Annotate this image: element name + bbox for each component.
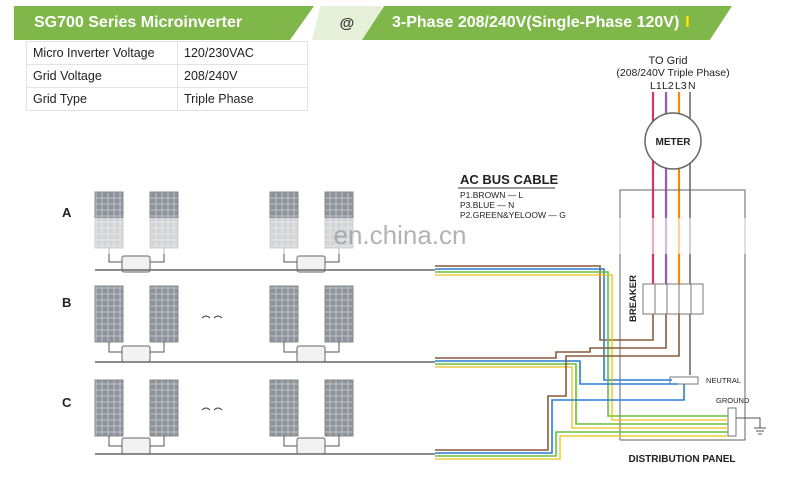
spec-row: Grid Type Triple Phase (26, 87, 308, 111)
row-label-a: A (62, 205, 72, 220)
meter-icon (644, 112, 702, 170)
header-mid-banner: @ (312, 6, 382, 40)
distribution-panel-title: DISTRIBUTION PANEL (628, 454, 735, 465)
grid-line-n: N (688, 80, 696, 92)
neutral-label: NEUTRAL (706, 376, 741, 385)
spec-label: Grid Voltage (26, 64, 178, 88)
solar-panel-icon (324, 285, 354, 343)
pv-row-c (94, 379, 435, 455)
distribution-panel-box (619, 189, 746, 441)
grid-line-l1: L1 (650, 80, 662, 92)
header-right-title: 3-Phase 208/240V(Single-Phase 120V) (392, 14, 680, 31)
meter-label: METER (656, 137, 692, 148)
grid-line-l2: L2 (662, 80, 674, 92)
dc-leads (108, 342, 340, 353)
bus-cable-title: AC BUS CABLE (460, 172, 559, 187)
bus-legend-blue: P3.BLUE — N (460, 200, 514, 210)
grid-title: TO Grid (649, 55, 688, 67)
spec-table: Micro Inverter Voltage 120/230VAC Grid V… (26, 41, 308, 111)
breaker-label: BREAKER (628, 275, 639, 322)
solar-panel-icon (324, 379, 354, 437)
bus-run-a (435, 265, 728, 421)
bus-run-b (435, 314, 728, 429)
microinverter-icon (121, 255, 151, 273)
bus-run-c (435, 314, 728, 460)
watermark-band (0, 218, 800, 254)
continuation-ellipsis-icon (201, 315, 223, 319)
solar-panel-icon (269, 285, 299, 343)
dc-leads (108, 248, 340, 263)
microinverter-icon (296, 437, 326, 455)
earth-symbol-icon (736, 417, 766, 435)
microinverter-icon (296, 345, 326, 363)
ground-label: GROUND (716, 396, 750, 405)
solar-panel-icon (94, 285, 124, 343)
spec-row: Micro Inverter Voltage 120/230VAC (26, 41, 308, 65)
header-left-banner: SG700 Series Microinverter (14, 6, 314, 40)
spec-label: Micro Inverter Voltage (26, 41, 178, 65)
spec-value: Triple Phase (177, 87, 308, 111)
solar-panel-icon (149, 285, 179, 343)
spec-value: 120/230VAC (177, 41, 308, 65)
solar-panel-icon (269, 379, 299, 437)
bus-legend-green: P2.GREEN&YELOOW — G (460, 210, 566, 220)
header-left-title: SG700 Series Microinverter (34, 14, 243, 31)
continuation-ellipsis-icon (201, 407, 223, 411)
microinverter-icon (296, 255, 326, 273)
microinverter-icon (121, 437, 151, 455)
watermark-text: en.china.cn (334, 220, 467, 250)
row-label-b: B (62, 295, 71, 310)
grid-subtitle: (208/240V Triple Phase) (616, 67, 729, 79)
microinverter-icon (121, 345, 151, 363)
header-right-banner: 3-Phase 208/240V(Single-Phase 120V) I (362, 6, 732, 40)
header-right-accent: I (685, 14, 690, 31)
grid-line-l3: L3 (675, 80, 687, 92)
solar-panel-icon (94, 379, 124, 437)
neutral-bar (669, 376, 699, 385)
dc-leads (108, 436, 340, 447)
row-label-c: C (62, 395, 72, 410)
header-mid-symbol: @ (339, 14, 355, 32)
spec-row: Grid Voltage 208/240V (26, 64, 308, 88)
breaker-block (642, 283, 704, 315)
solar-panel-icon (149, 379, 179, 437)
pv-row-b (94, 285, 435, 363)
ground-bar (727, 407, 737, 437)
bus-legend-brown: P1.BROWN — L (460, 190, 524, 200)
spec-value: 208/240V (177, 64, 308, 88)
